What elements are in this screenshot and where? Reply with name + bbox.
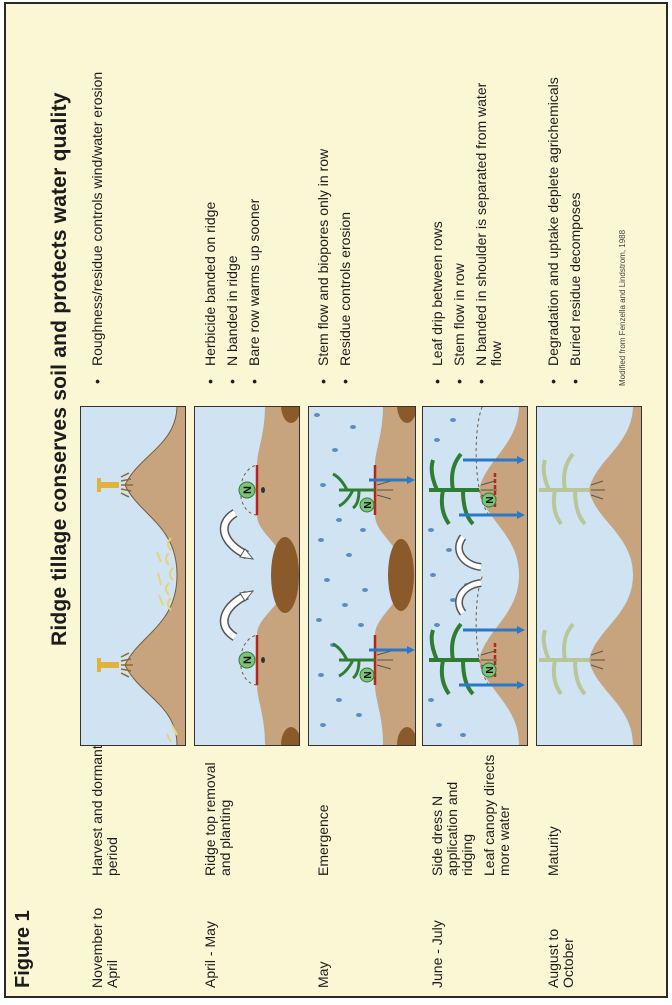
notes-side-dress: Leaf drip between rows Stem flow in row …	[430, 62, 511, 392]
row-stage-extra: Leaf canopy directs more water	[482, 736, 512, 876]
panel-maturity	[536, 406, 642, 746]
note-item: Residue controls erosion	[338, 62, 353, 392]
panel-emergence-diagram: N N	[309, 406, 416, 745]
notes-harvest-dormant: Roughness/residue controls wind/water er…	[90, 62, 112, 392]
note-item: Stem flow in row	[452, 62, 467, 392]
row-period: May	[316, 898, 331, 988]
note-item: Leaf drip between rows	[430, 62, 445, 392]
figure-label: Figure 1	[12, 910, 35, 988]
row-period: August to October	[546, 898, 576, 988]
n-marker: N	[242, 656, 254, 664]
row-stage: Maturity	[546, 736, 561, 876]
note-item: Buried residue decomposes	[568, 62, 583, 392]
figure-sheet: Figure 1 Ridge tillage conserves soil an…	[4, 2, 668, 998]
note-item: Stem flow and biopores only in row	[316, 62, 331, 392]
notes-ridge-top-removal: Herbicide banded on ridge N banded in ri…	[203, 62, 269, 392]
figure-title: Ridge tillage conserves soil and protect…	[48, 92, 72, 646]
panel-emergence: N N	[308, 406, 416, 746]
panel-side-dress: N N	[422, 406, 528, 746]
panel-ridge-top-removal-diagram: N N	[195, 406, 300, 745]
note-item: N banded in ridge	[225, 62, 240, 392]
notes-emergence: Stem flow and biopores only in row Resid…	[316, 62, 360, 392]
row-period: November to April	[90, 898, 120, 988]
figure-canvas: Figure 1 Ridge tillage conserves soil an…	[8, 4, 666, 994]
note-item: Roughness/residue controls wind/water er…	[90, 62, 105, 392]
panel-side-dress-diagram: N N	[423, 406, 528, 745]
row-period: June - July	[430, 898, 445, 988]
n-marker: N	[485, 496, 496, 503]
row-stage: Harvest and dormant period	[90, 736, 120, 876]
source-credit: Modified from Fenzella and Lindstrom, 19…	[618, 230, 627, 386]
note-item: Bare row warms up sooner	[247, 62, 262, 392]
row-stage: Side dress N application and ridging	[430, 736, 475, 876]
notes-maturity: Degradation and uptake deplete agrichemi…	[546, 62, 590, 392]
note-item: Degradation and uptake deplete agrichemi…	[546, 62, 561, 392]
note-item: N banded in shoulder is separated from w…	[474, 62, 504, 392]
panel-harvest-dormant	[80, 406, 186, 746]
note-item: Herbicide banded on ridge	[203, 62, 218, 392]
row-stage: Emergence	[316, 736, 331, 876]
n-marker: N	[242, 486, 254, 494]
row-period: April - May	[203, 898, 218, 988]
n-marker: N	[363, 501, 374, 508]
panel-maturity-diagram	[537, 406, 642, 745]
row-stage: Ridge top removal and planting	[203, 736, 233, 876]
panel-ridge-top-removal: N N	[194, 406, 300, 746]
n-marker: N	[485, 666, 496, 673]
n-marker: N	[363, 671, 374, 678]
panel-harvest-dormant-diagram	[81, 406, 186, 745]
